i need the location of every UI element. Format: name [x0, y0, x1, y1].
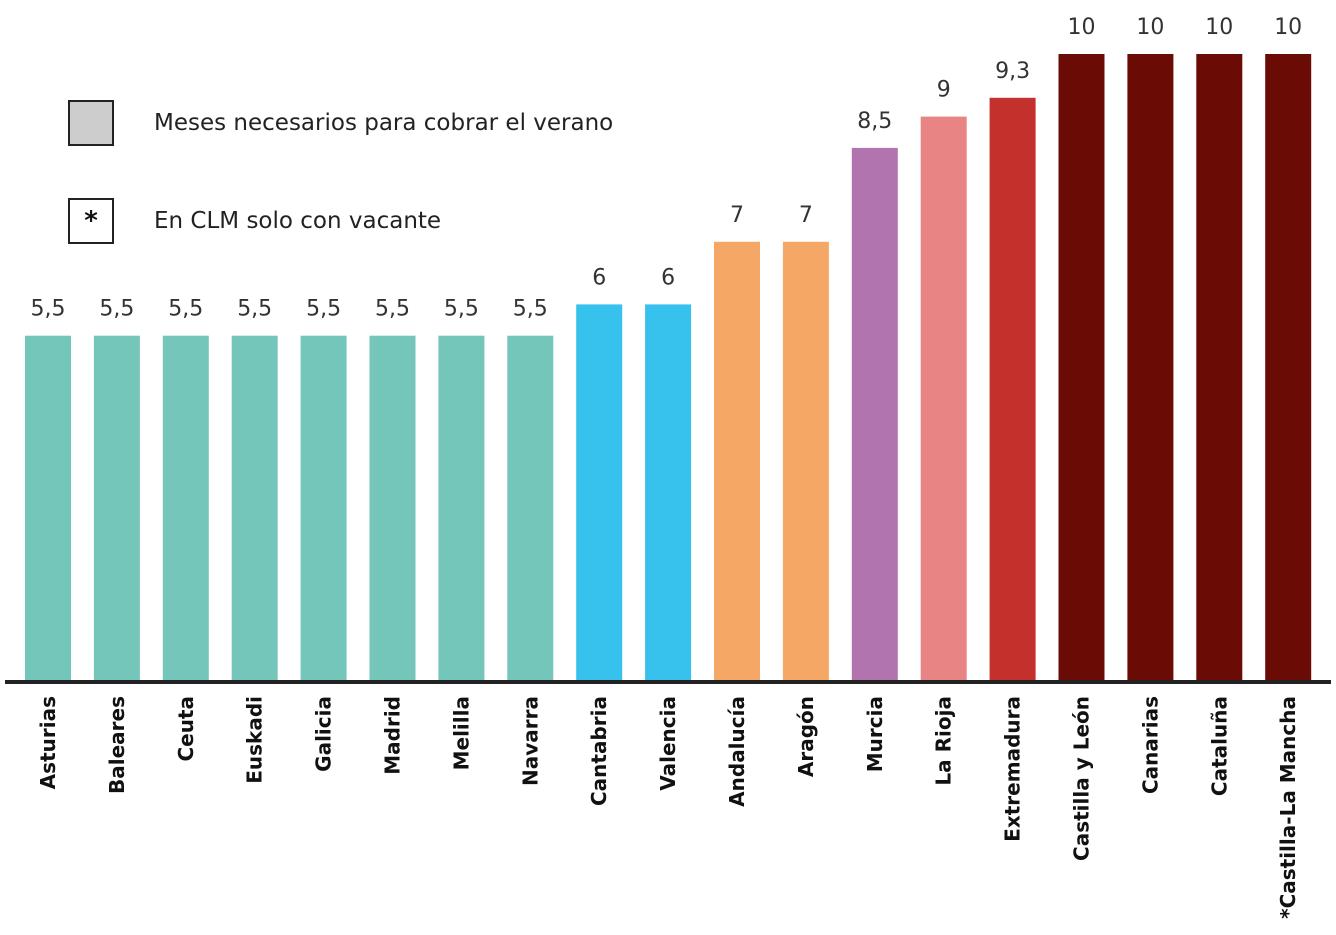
value-label-3: 5,5 [168, 297, 203, 322]
value-label-19: 10 [1274, 15, 1302, 40]
legend-label-months: Meses necesarios para cobrar el verano [154, 110, 614, 136]
value-label-9: 6 [592, 265, 606, 290]
category-label-5: Galicia [312, 696, 336, 772]
legend-label-clm-note: En CLM solo con vacante [154, 208, 442, 234]
bar-2 [93, 335, 140, 680]
value-label-4: 5,5 [237, 297, 272, 322]
bar-8 [507, 335, 554, 680]
value-label-8: 5,5 [513, 297, 548, 322]
value-label-15: 9,3 [995, 59, 1030, 84]
category-label-6: Madrid [381, 696, 405, 775]
category-label-3: Ceuta [174, 696, 198, 762]
category-label-18: Cataluña [1207, 696, 1231, 796]
value-label-13: 8,5 [857, 109, 892, 134]
category-label-1: Asturias [36, 696, 60, 789]
bar-15 [989, 97, 1036, 681]
value-label-14: 9 [937, 78, 951, 103]
bar-19 [1265, 54, 1312, 680]
category-label-19: *Castilla-La Mancha [1276, 696, 1300, 919]
bar-5 [300, 335, 347, 680]
legend-item-clm-note: * En CLM solo con vacante [68, 198, 441, 244]
value-labels-group: 5,5 5,5 5,5 5,5 5,5 5,5 5,5 5,5 6 6 7 7 8,5 9 9,3 10 10 1… [31, 15, 1303, 322]
category-label-16: Castilla y León [1070, 696, 1094, 861]
bar-14 [920, 116, 967, 681]
category-label-13: Murcia [863, 696, 887, 772]
bar-16 [1058, 54, 1105, 680]
category-labels-group: Asturias Baleares Ceuta Euskadi Galicia Madri… [36, 696, 1300, 919]
bar-17 [1127, 54, 1174, 680]
legend-swatch-gray [68, 100, 114, 146]
category-label-7: Melilla [449, 696, 473, 770]
category-label-10: Valencia [656, 696, 680, 791]
category-label-4: Euskadi [243, 696, 267, 784]
value-label-12: 7 [799, 203, 813, 228]
legend-item-months: Meses necesarios para cobrar el verano [68, 100, 613, 146]
bar-11 [714, 241, 760, 681]
value-label-5: 5,5 [306, 297, 341, 322]
value-label-6: 5,5 [375, 297, 410, 322]
bar-6 [369, 335, 416, 680]
bar-10 [645, 304, 692, 680]
category-label-11: Andalucía [725, 696, 749, 807]
bar-1 [25, 335, 71, 680]
category-label-12: Aragón [794, 696, 818, 777]
value-label-1: 5,5 [31, 297, 66, 322]
value-label-16: 10 [1068, 15, 1096, 40]
category-label-9: Cantabria [587, 696, 611, 806]
category-label-15: Extremadura [1001, 696, 1025, 842]
bar-3 [162, 335, 209, 680]
bar-13 [851, 147, 898, 680]
legend-asterisk-box: * [68, 198, 114, 244]
bar-7 [438, 335, 485, 680]
value-label-18: 10 [1205, 15, 1233, 40]
bar-18 [1196, 54, 1243, 680]
category-label-8: Navarra [518, 696, 542, 786]
bar-9 [576, 304, 623, 680]
value-label-11: 7 [730, 203, 744, 228]
value-label-7: 5,5 [444, 297, 479, 322]
bar-12 [782, 241, 829, 681]
bars-group [25, 54, 1312, 681]
bar-4 [231, 335, 278, 680]
value-label-2: 5,5 [99, 297, 134, 322]
category-label-2: Baleares [105, 696, 129, 794]
value-label-17: 10 [1136, 15, 1164, 40]
category-label-14: La Rioja [932, 696, 956, 786]
category-label-17: Canarias [1138, 696, 1162, 794]
value-label-10: 6 [661, 265, 675, 290]
